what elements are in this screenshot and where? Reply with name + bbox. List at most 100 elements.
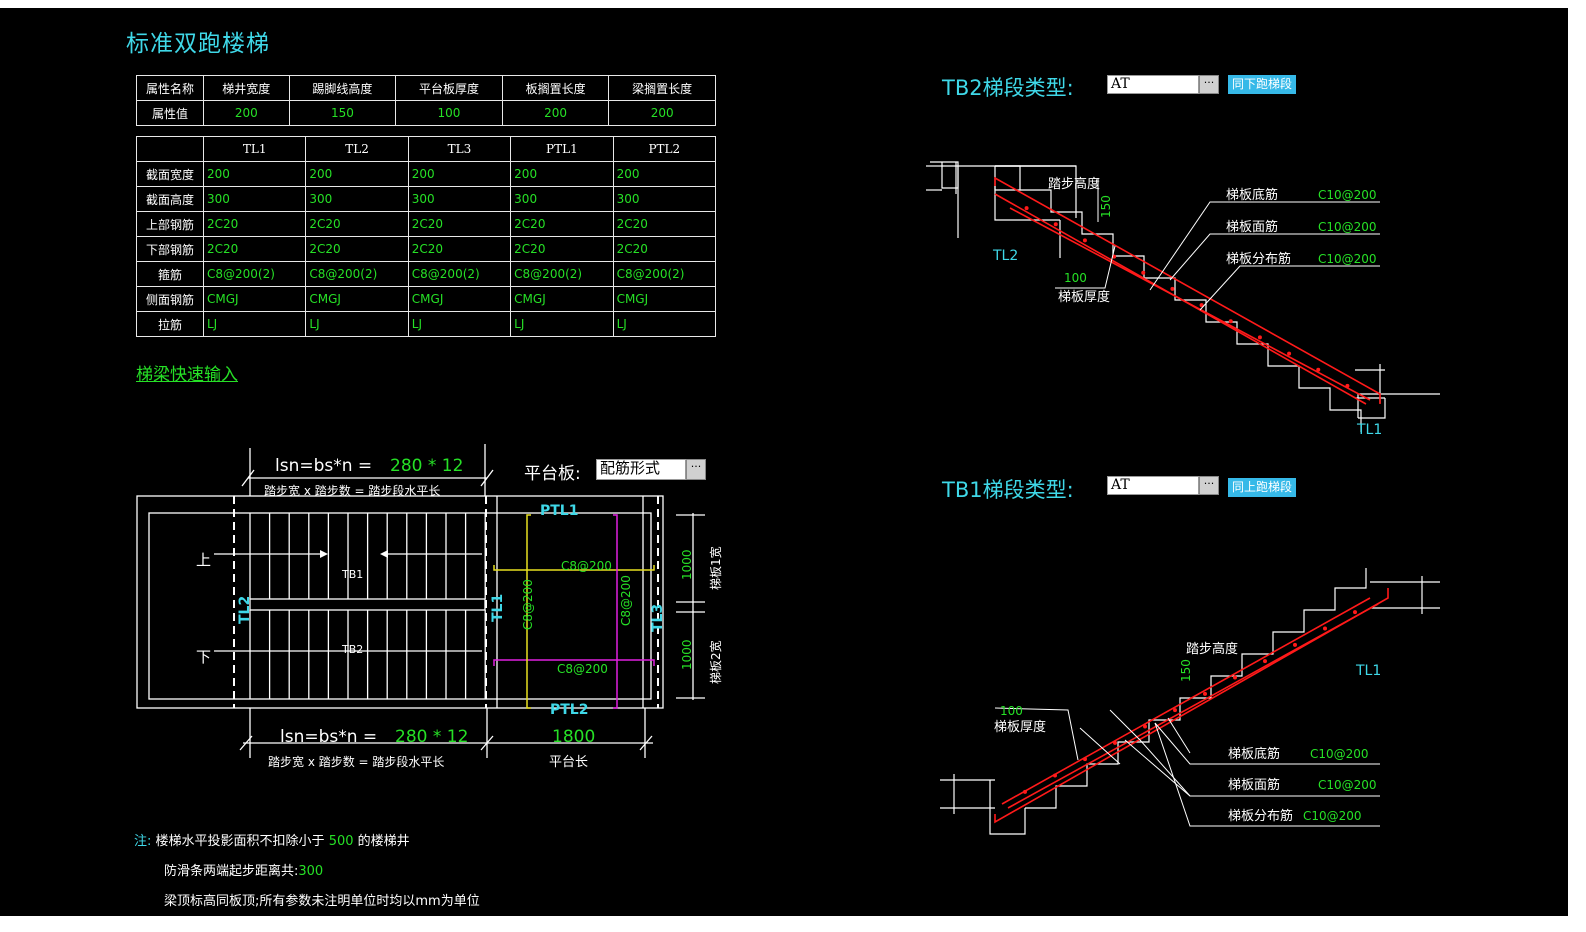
tb1-step-height-value: 150 — [1179, 659, 1193, 682]
tb2-plan-label: TB2 — [341, 643, 363, 656]
tb2-same-button[interactable]: 同下跑梯段 — [1228, 75, 1297, 94]
tb2-beam-left: TL2 — [992, 248, 1018, 264]
tb2-type-label: TB2梯段类型: — [942, 76, 1074, 100]
note-line2-value[interactable]: 300 — [298, 864, 324, 879]
rebar-dot — [1203, 691, 1207, 696]
beam-cell[interactable]: C8@200(2) — [510, 261, 614, 287]
canvas: 标准双跑楼梯 属性名称 梯井宽度 踢脚线高度 平台板厚度 板搁置长度 梁搁置长度… — [0, 8, 1568, 916]
note-line-3: 梁顶标高同板顶;所有参数未注明单位时均以mm为单位 — [164, 894, 480, 909]
platform-board-select[interactable]: 配筋形式 — [596, 459, 686, 480]
note-prefix: 注: — [134, 834, 152, 849]
beam-cell[interactable]: CMGJ — [510, 286, 614, 312]
platform-board-more-button[interactable]: ··· — [686, 459, 706, 480]
beam-cell[interactable]: 2C20 — [407, 211, 512, 237]
beam-cell[interactable]: 2C20 — [407, 236, 512, 262]
beam-cell[interactable]: 300 — [407, 186, 512, 212]
tb1-same-button[interactable]: 同上跑梯段 — [1228, 478, 1297, 497]
tb2-dist-bar-value: C10@200 — [1318, 252, 1377, 266]
tb1-top-bar-value: C10@200 — [1318, 778, 1377, 792]
beam-header-cell: TL1 — [202, 136, 307, 162]
beam-cell[interactable]: LJ — [612, 311, 717, 337]
attr-value-cell[interactable]: 100 — [395, 100, 503, 126]
note-line2-a: 防滑条两端起步距离共: — [164, 864, 299, 879]
width1-label: 梯板1宽 — [708, 546, 723, 590]
quick-input-link[interactable]: 梯梁快速输入 — [136, 365, 238, 385]
note-line1-b: 的楼梯井 — [357, 834, 410, 849]
rebar-dot — [1257, 335, 1262, 340]
beam-cell[interactable]: 2C20 — [202, 211, 307, 237]
tb1-plan-label: TB1 — [341, 568, 363, 581]
stair-steps — [1025, 568, 1367, 809]
rebar-vertical-1: C8@200 — [521, 579, 535, 630]
rebar-dot — [1170, 286, 1175, 291]
tl3-plan-label: TL3 — [650, 604, 666, 632]
beam-cell[interactable]: 2C20 — [202, 236, 307, 262]
beam-cell[interactable]: LJ — [407, 311, 512, 337]
tb2-thickness-value: 100 — [1064, 271, 1087, 285]
top-formula-value: 280 * 12 — [390, 456, 463, 476]
tb2-dist-bar-label: 梯板分布筋 — [1226, 251, 1291, 267]
rebar-dot — [1053, 222, 1058, 227]
width2-value: 1000 — [680, 639, 694, 670]
beam-cell[interactable]: 200 — [407, 161, 512, 187]
rebar-dot — [1287, 351, 1292, 356]
rebar-dot — [1083, 757, 1087, 762]
beam-cell[interactable]: LJ — [202, 311, 307, 337]
bottom-formula: lsn=bs*n = — [280, 727, 377, 747]
attr-header-cell: 梁搁置长度 — [608, 75, 716, 101]
tb2-thickness-label: 梯板厚度 — [1058, 289, 1110, 305]
beam-cell[interactable]: CMGJ — [407, 286, 512, 312]
note-line1-value[interactable]: 500 — [328, 834, 354, 849]
beam-cell[interactable]: CMGJ — [305, 286, 409, 312]
rebar-vertical-2: C8@200 — [619, 575, 633, 626]
tb2-top-bar-value: C10@200 — [1318, 220, 1377, 234]
attr-value-label: 属性值 — [136, 100, 204, 126]
attr-value-cell[interactable]: 200 — [203, 100, 290, 126]
tb2-more-button[interactable]: ··· — [1199, 75, 1219, 94]
attr-header-cell: 踢脚线高度 — [288, 75, 397, 101]
beam-cell[interactable]: 2C20 — [612, 236, 717, 262]
beam-row-label: 拉筋 — [136, 311, 204, 337]
tb2-type-select[interactable]: AT — [1107, 75, 1199, 94]
page-title: 标准双跑楼梯 — [126, 31, 270, 57]
beam-cell[interactable]: 300 — [202, 186, 307, 212]
tb1-thickness-label: 梯板厚度 — [994, 719, 1046, 735]
beam-row-label: 下部钢筋 — [136, 236, 204, 262]
beam-cell[interactable]: 200 — [305, 161, 409, 187]
beam-header-corner — [136, 136, 204, 162]
rebar-dot — [1113, 740, 1117, 745]
tb2-top-bar-label: 梯板面筋 — [1226, 219, 1278, 235]
beam-cell[interactable]: LJ — [305, 311, 409, 337]
beam-cell[interactable]: CMGJ — [612, 286, 717, 312]
top-formula: lsn=bs*n = — [275, 456, 372, 476]
platform-length-value: 1800 — [552, 727, 595, 747]
attr-value-cell[interactable]: 200 — [608, 100, 716, 126]
beam-cell[interactable]: 2C20 — [612, 211, 717, 237]
note-line-1: 注: 楼梯水平投影面积不扣除小于 500 的楼梯井 — [134, 830, 410, 849]
up-label: 上 — [196, 551, 211, 569]
tb2-bottom-bar-value: C10@200 — [1318, 188, 1377, 202]
beam-cell[interactable]: 200 — [202, 161, 307, 187]
width1-value: 1000 — [680, 549, 694, 580]
platform-board-label: 平台板: — [524, 464, 581, 484]
tb1-step-height-label: 踏步高度 — [1186, 641, 1238, 657]
tb1-type-select[interactable]: AT — [1107, 476, 1199, 495]
rebar-dot — [1263, 659, 1267, 664]
beam-cell[interactable]: 2C20 — [305, 211, 409, 237]
tb1-more-button[interactable]: ··· — [1199, 476, 1219, 495]
tb2-section-drawing: 踏步高度 150 100 梯板厚度 梯板底筋 C10@200 梯板面筋 C10@… — [926, 161, 1440, 438]
beam-cell[interactable]: 2C20 — [305, 236, 409, 262]
attr-header-cell: 梯井宽度 — [203, 75, 290, 101]
attr-value-cell[interactable]: 150 — [288, 100, 397, 126]
beam-cell[interactable]: C8@200(2) — [305, 261, 409, 287]
attr-value-cell[interactable]: 200 — [501, 100, 610, 126]
tb1-type-label: TB1梯段类型: — [942, 478, 1074, 502]
rebar-dot — [1353, 610, 1357, 615]
rebar-dot — [1293, 642, 1297, 647]
note-line-2: 防滑条两端起步距离共:300 — [164, 860, 323, 879]
